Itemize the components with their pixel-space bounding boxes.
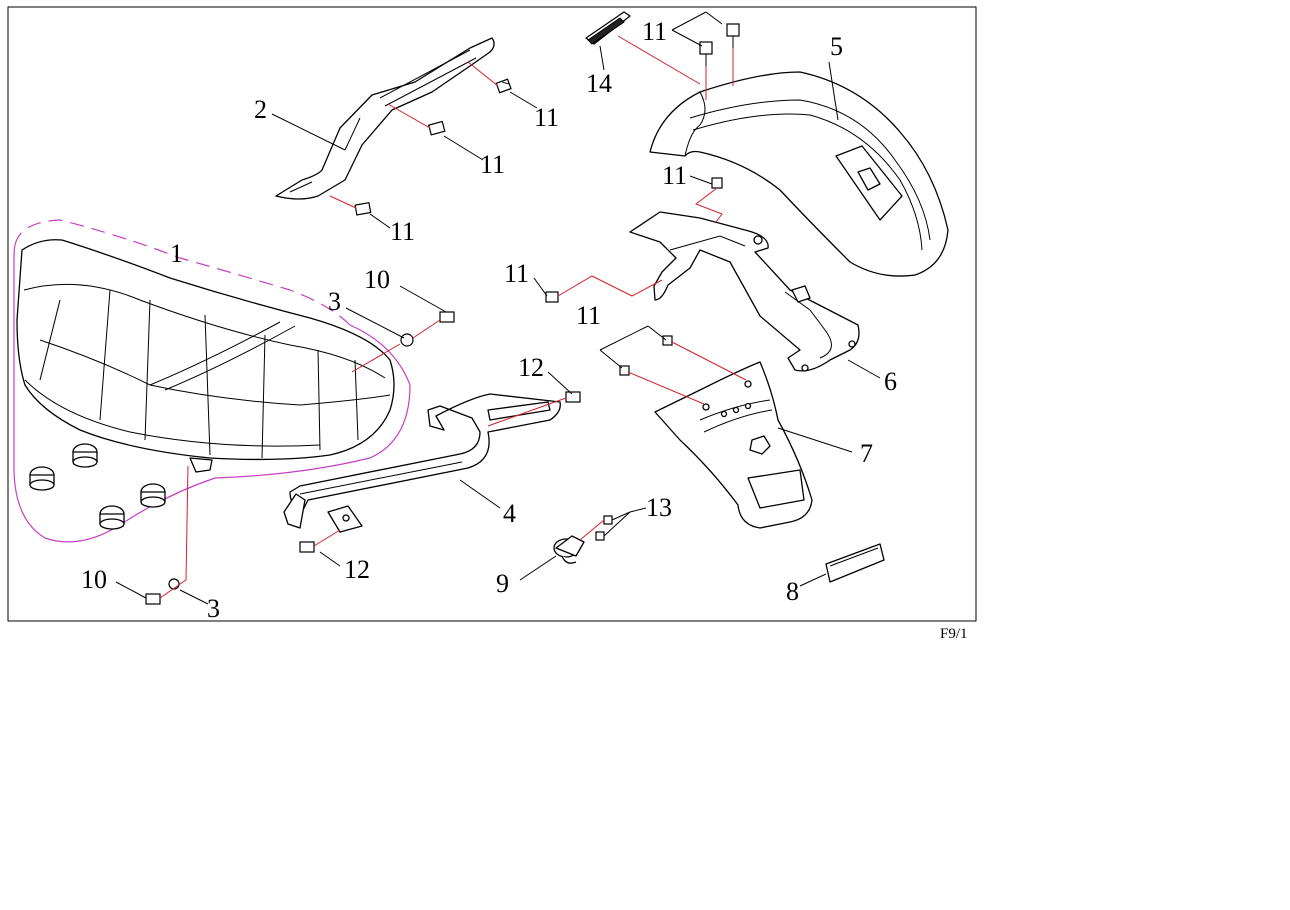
callout-screw-13: 13 [646,493,672,522]
rubber-grommet [99,505,125,530]
figure-code: F9/1 [940,626,968,642]
seat-group-outline [13,244,411,543]
callout-pad-14: 14 [586,69,612,98]
rear-fender [649,71,949,277]
washer [168,578,180,590]
callout-side-bracket: 2 [254,95,267,124]
bolt [726,23,740,48]
callout-rear-mudguard: 7 [860,439,873,468]
callout-bolt-11-bracket-b: 11 [480,150,505,179]
screw [595,531,605,541]
callout-grab-rail: 4 [503,499,516,528]
fender-bracket [629,211,860,372]
seat-hook [189,457,213,473]
rubber-pad [585,11,631,45]
seat-cushion [16,239,395,461]
screw [603,515,613,525]
callout-bolt-11-bracket-a: 11 [534,103,559,132]
bolt [145,593,161,605]
license-plate-light [553,535,585,564]
grab-rail [283,393,561,533]
callout-washer-top: 3 [328,287,341,316]
callout-fender-bracket: 6 [884,367,897,396]
reflector [825,543,885,583]
callout-bolt-11-fender-mid: 11 [662,161,687,190]
bolt [427,120,446,136]
washer [400,333,414,347]
callout-plate-light: 9 [496,569,509,598]
callout-bolt-11-fender-top: 11 [642,17,667,46]
seat-group-outline-dashed [14,219,351,326]
side-bracket [275,37,495,200]
callout-bolt-10-bottom: 10 [81,565,107,594]
bolt [662,335,673,346]
rubber-grommet [72,443,98,468]
callout-bolt-10-top: 10 [364,265,390,294]
rear-mudguard [654,361,813,529]
callout-seat: 1 [170,239,183,268]
bolt [565,391,581,403]
bolt [299,541,315,553]
diagram-frame [7,6,977,622]
bolt [711,177,723,189]
seat [13,219,411,543]
fasteners [145,23,740,605]
callout-rear-fender: 5 [830,32,843,61]
bolt [495,78,512,94]
bolt [699,41,713,66]
bolt [619,365,630,376]
bolt [545,291,559,303]
seat-grommets [29,443,166,530]
callout-bolt-11-mudguard: 11 [576,301,601,330]
rubber-grommet [140,483,166,508]
callout-bolt-11-bracket-c: 11 [390,217,415,246]
callout-bolt-11-bracket-left: 11 [504,259,529,288]
callout-numbers: 1 2 3 3 4 5 6 7 8 9 10 10 11 11 11 11 11… [81,17,897,623]
leader-lines [115,11,881,605]
rubber-grommet [29,466,55,491]
callout-bolt-12-top: 12 [518,353,544,382]
bolt [439,311,455,323]
bolt [354,201,372,216]
fastener-lines [159,35,747,599]
callout-washer-bottom: 3 [207,594,220,623]
callout-bolt-12-bottom: 12 [344,555,370,584]
callout-reflector: 8 [786,577,799,606]
